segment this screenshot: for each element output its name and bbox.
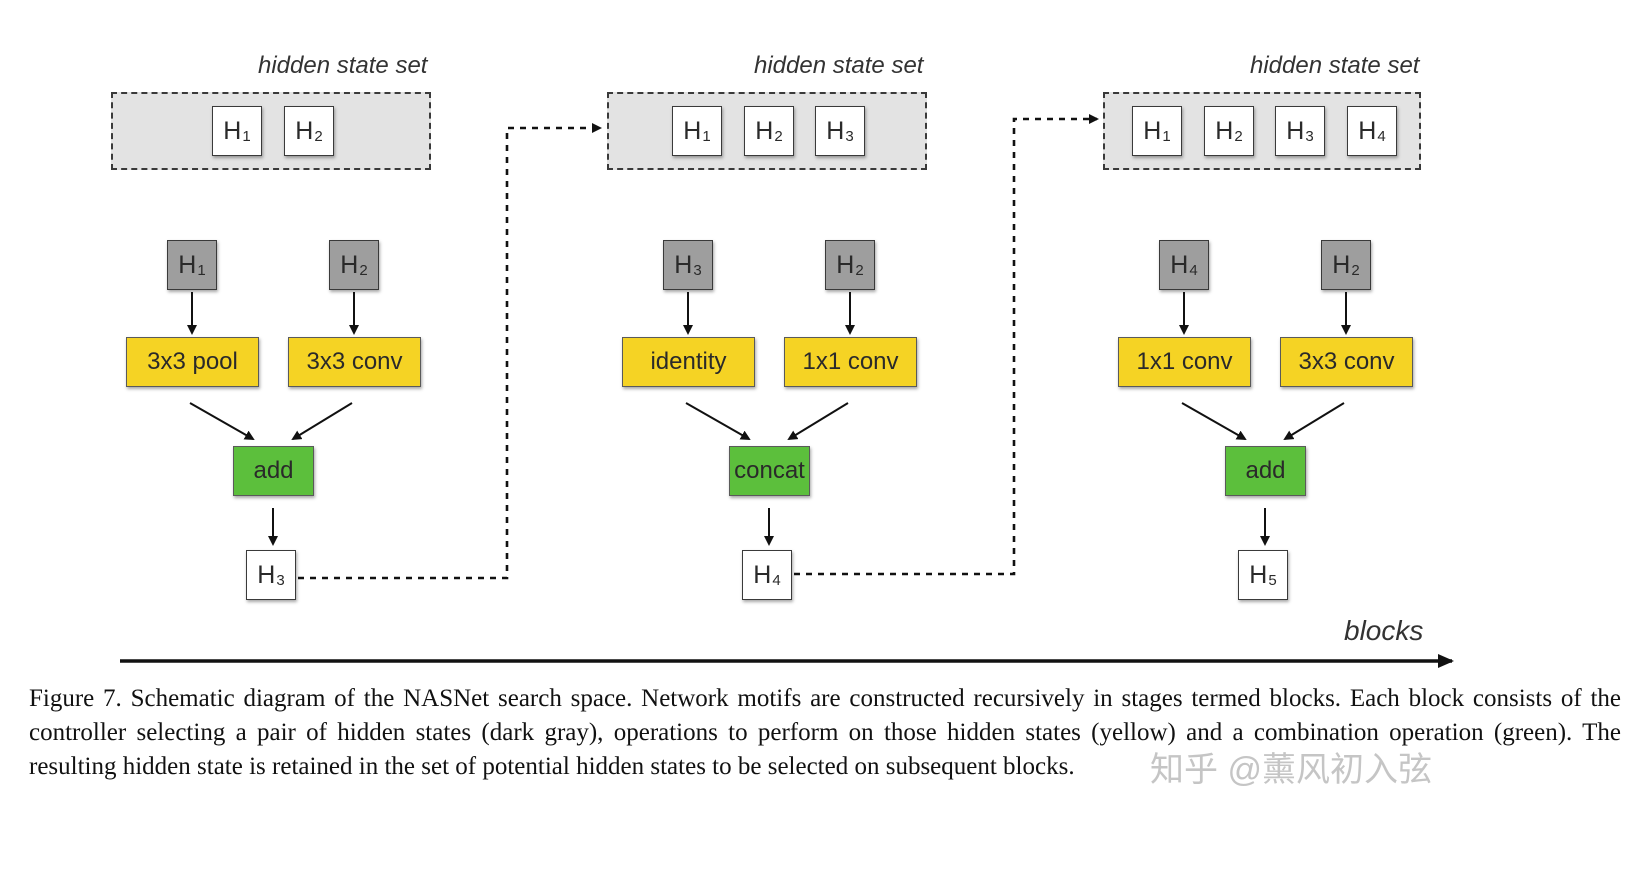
merge-arrow xyxy=(291,402,353,441)
watermark: 知乎 @薰风初入弦 xyxy=(1150,751,1432,789)
blocks-axis-label: blocks xyxy=(1344,615,1424,646)
hidden-state-letter: H xyxy=(257,560,276,589)
hidden-state-index: 4 xyxy=(772,571,781,589)
hidden-state-letter: H xyxy=(178,250,197,279)
hidden-state-letter: H xyxy=(1170,250,1189,279)
hidden-state-letter: H xyxy=(1249,560,1268,589)
hidden-state-set-label: hidden state set xyxy=(1250,52,1420,79)
operation-box: 3x3 conv xyxy=(288,337,421,387)
feed-forward-connector xyxy=(794,114,1099,576)
combination-box: add xyxy=(1225,446,1306,496)
operation-box: 1x1 conv xyxy=(784,337,917,387)
merge-arrow xyxy=(1283,402,1345,441)
merge-arrow xyxy=(787,402,849,441)
combination-box: add xyxy=(233,446,314,496)
hidden-state-set-label: hidden state set xyxy=(754,52,924,79)
hidden-state-index: 1 xyxy=(702,127,711,145)
hidden-state-index: 3 xyxy=(693,261,702,279)
hidden-state-index: 1 xyxy=(242,127,251,145)
hidden-state-index: 4 xyxy=(1189,261,1198,279)
hidden-state-letter: H xyxy=(826,116,845,145)
merge-arrow xyxy=(189,402,255,440)
hidden-state-index: 2 xyxy=(1234,127,1243,145)
hidden-state-index: 3 xyxy=(276,571,285,589)
hidden-state-letter: H xyxy=(1332,250,1351,279)
combination-box: concat xyxy=(729,446,810,496)
hidden-state-letter: H xyxy=(295,116,314,145)
hidden-state-letter: H xyxy=(1215,116,1234,145)
connector-layer xyxy=(120,114,1454,668)
hidden-state-letter: H xyxy=(223,116,242,145)
hidden-state-index: 5 xyxy=(1268,571,1277,589)
hidden-state-letter: H xyxy=(674,250,693,279)
hidden-state-index: 2 xyxy=(314,127,323,145)
operation-box: 3x3 conv xyxy=(1280,337,1413,387)
hidden-state-letter: H xyxy=(340,250,359,279)
merge-arrow xyxy=(1181,402,1247,440)
hidden-state-letter: H xyxy=(753,560,772,589)
operation-box: identity xyxy=(622,337,755,387)
hidden-state-index: 1 xyxy=(1162,127,1171,145)
hidden-state-index: 3 xyxy=(845,127,854,145)
hidden-state-letter: H xyxy=(1143,116,1162,145)
hidden-state-set-label: hidden state set xyxy=(258,52,428,79)
hidden-state-index: 2 xyxy=(359,261,368,279)
feed-forward-connector xyxy=(298,123,602,580)
figure-caption: Figure 7. Schematic diagram of the NASNe… xyxy=(29,685,1621,780)
hidden-state-index: 3 xyxy=(1305,127,1314,145)
hidden-state-letter: H xyxy=(683,116,702,145)
hidden-state-letter: H xyxy=(1286,116,1305,145)
hidden-state-index: 1 xyxy=(197,261,206,279)
operation-box: 1x1 conv xyxy=(1118,337,1251,387)
hidden-state-index: 4 xyxy=(1377,127,1386,145)
operation-box: 3x3 pool xyxy=(126,337,259,387)
hidden-state-index: 2 xyxy=(1351,261,1360,279)
hidden-state-letter: H xyxy=(755,116,774,145)
hidden-state-index: 2 xyxy=(774,127,783,145)
hidden-state-index: 2 xyxy=(855,261,864,279)
merge-arrow xyxy=(685,402,751,440)
hidden-state-letter: H xyxy=(1358,116,1377,145)
hidden-state-set-box xyxy=(111,92,431,170)
hidden-state-letter: H xyxy=(836,250,855,279)
